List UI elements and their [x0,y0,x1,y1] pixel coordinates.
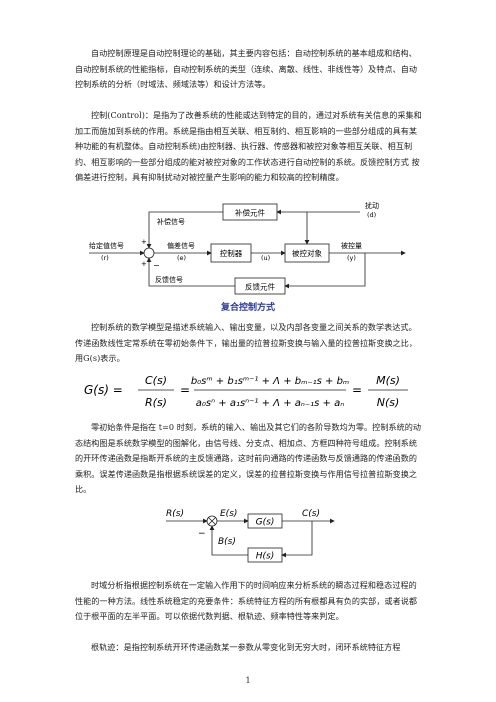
fig2-feedback-label: H(s) [256,552,274,562]
paragraph-transfer-function: 控制系统的数学模型是描述系统输入、输出变量，以及内部各变量之间关系的数学表达式。… [75,322,418,364]
page-number: 1 [245,676,251,685]
setpoint-label: 给定值信号 [89,241,124,250]
disturbance-label: 扰动 [365,201,379,210]
plant-label: 被控对象 [292,248,322,258]
formula-num2: b₀sᵐ + b₁sᵐ⁻¹ + Λ + bₘ₋₁s + bₘ [191,376,349,387]
formula-num3: M(s) [376,374,400,387]
paragraph-root-locus: 根轨迹：是指控制系统开环传递函数某一参数从零变化到无穷大时，闭环系统特征方程 [91,642,401,652]
feedback-signal-label: 反馈信号 [155,275,183,284]
formula-den1: R(s) [145,396,167,409]
feedback-loop-diagram: R(s) E(s) G(s) C(s) H(s) B(s) − [166,509,335,563]
composite-control-diagram: 补偿元件 控制器 被控对象 反馈元件 扰动 (d) 补偿信号 给定值信号 [89,201,406,295]
transfer-function-formula: G(s) = C(s) R(s) = b₀sᵐ + b₁sᵐ⁻¹ + Λ + b… [84,374,408,409]
plus-sign-top: + [141,238,147,246]
comp-signal-label: 补偿信号 [157,217,185,226]
formula-lhs: G(s) = [84,383,123,397]
fig2-forward-label: G(s) [256,518,275,528]
controller-label: 控制器 [220,248,243,258]
fig2-error-label: E(s) [220,509,237,519]
minus-sign: − [153,261,160,270]
feedback-label: 反馈元件 [245,282,275,292]
disturbance-symbol: (d) [367,211,376,219]
paragraph-intro: 自动控制原理是自动控制理论的基础，其主要内容包括：自动控制系统的基本组成和结构、… [75,48,418,90]
fig2-input-label: R(s) [166,509,184,519]
formula-num1: C(s) [145,374,167,387]
summing-junction [143,247,155,259]
paragraph-time-domain: 时域分析指根据控制系统在一定输入作用下的时间响应来分析系统的瞬态过程和稳态过程的… [75,580,418,622]
plus-sign-left: + [141,260,147,268]
error-symbol: (e) [177,254,186,262]
paragraph-control-definition: 控制(Control)：是指为了改善系统的性能或达到特定的目的，通过对系统有关信… [75,110,422,183]
output-label: 被控量 [341,241,362,250]
setpoint-symbol: (r) [101,254,109,262]
fig2-output-label: C(s) [302,509,320,519]
formula-eq1: = [180,383,190,397]
compensator-label: 补偿元件 [235,208,265,218]
paragraph-zero-initial: 零初始条件是指在 t=0 时刻，系统的输入、输出及其它们的各阶导数均为零。控制系… [75,422,422,495]
formula-den3: N(s) [377,396,400,409]
figure1-caption: 复合控制方式 [220,303,275,313]
fig2-feedback-signal-label: B(s) [218,537,236,547]
error-label: 偏差信号 [167,241,195,250]
fig2-minus-sign: − [198,529,206,539]
formula-den2: a₀sⁿ + a₁sⁿ⁻¹ + Λ + aₙ₋₁s + aₙ [196,398,344,409]
output-symbol: (y) [347,254,356,262]
formula-eq2: = [352,383,362,397]
control-symbol: (u) [261,254,270,262]
